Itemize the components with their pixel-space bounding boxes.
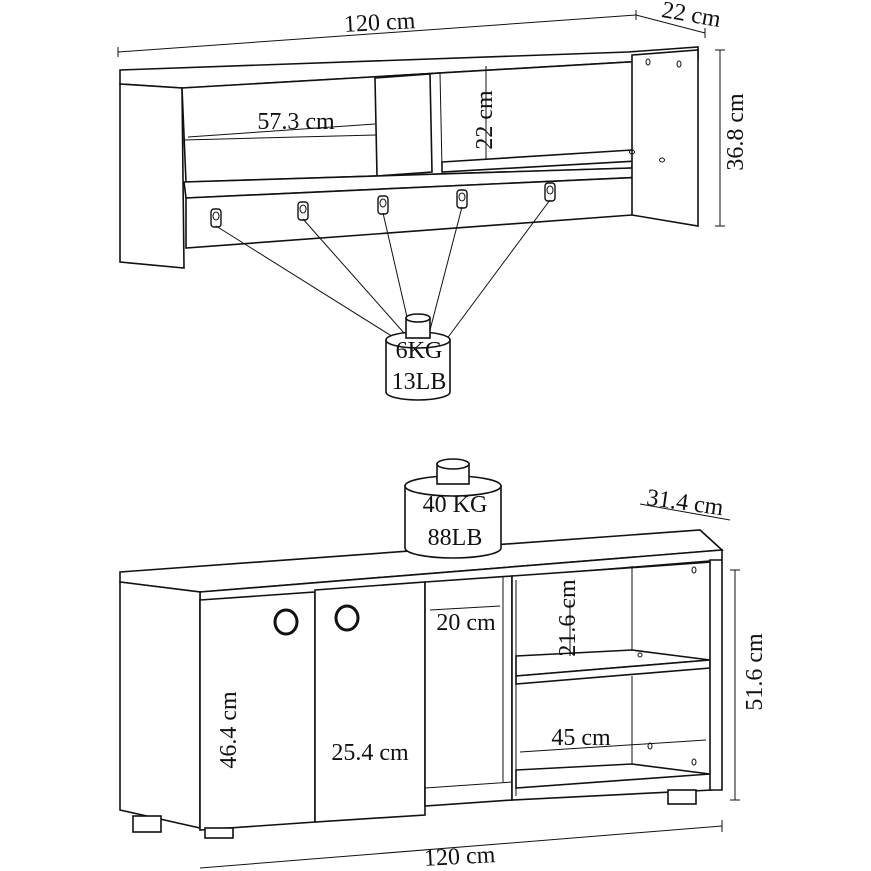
shelf-width-label-cabinet: 45 cm [551,725,611,751]
shelf-depth-label: 22 cm [660,0,723,33]
cabinet-height-label: 51.6 cm [742,633,768,711]
shelf-height-label-cabinet: 21.6 cm [555,579,581,657]
shelf-compartment-height-label: 22 cm [472,90,498,150]
hook-3 [377,195,389,215]
door-handle-right [334,604,360,632]
shelf-left-panel [119,83,185,269]
shelf-load-kg: 6KG [396,338,443,364]
hook-2 [297,201,309,221]
cabinet-foot-back-right [667,789,697,805]
shelf-compartment-width-label: 57.3 cm [257,109,335,135]
cabinet [119,529,724,839]
shelf-load-weight: 6KG 13LB [385,313,451,401]
door-height-label: 46.4 cm [216,691,242,769]
open-compartment-width-label: 20 cm [436,610,496,636]
hook-load-lines [215,199,551,341]
hook-5 [544,182,556,202]
shelf-divider [374,73,433,177]
shelf-dimensions [117,10,725,227]
cabinet-width-label: 120 cm [423,842,496,871]
cabinet-door-right [314,581,426,823]
door-width-label: 25.4 cm [331,740,409,766]
cabinet-load-kg: 40 KG [423,492,488,518]
door-handle-left [273,608,299,636]
cabinet-dimensions [199,503,740,869]
cabinet-foot-front-left [132,815,162,833]
cabinet-left-panel [119,581,201,829]
cabinet-depth-label: 31.4 cm [645,485,726,522]
shelf-load-lb: 13LB [392,369,447,395]
shelf-right-panel [631,49,699,227]
cabinet-load-lb: 88LB [428,525,483,551]
cabinet-load-weight: 40 KG 88LB [404,458,502,559]
hook-4 [456,189,468,209]
shelf-height-label: 36.8 cm [723,93,749,171]
wall-shelf [119,46,699,269]
shelf-hooks [210,182,556,228]
shelf-width-label: 120 cm [343,8,416,38]
cabinet-foot-front-right [204,827,234,839]
hook-1 [210,208,222,228]
